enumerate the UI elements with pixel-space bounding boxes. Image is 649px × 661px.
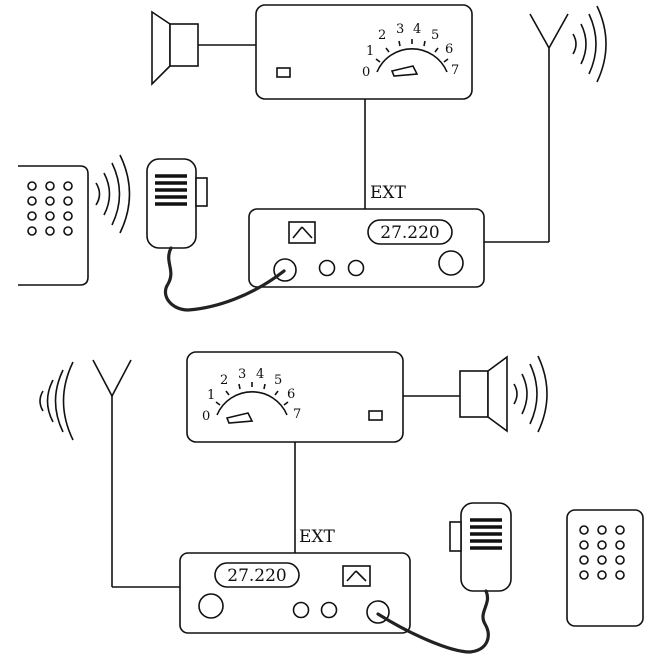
top-microphone-icon xyxy=(146,158,208,249)
bottom-remote-control-icon xyxy=(566,509,644,627)
bottom-scale-7: 7 xyxy=(293,407,301,422)
top-scale-0: 0 xyxy=(362,65,370,80)
top-antenna-waves-icon xyxy=(572,5,607,83)
top-radio-volume-knob xyxy=(438,250,464,276)
bottom-scale-5: 5 xyxy=(274,373,282,388)
bottom-radio-knob-2 xyxy=(320,601,338,619)
bottom-speaker-waves-icon xyxy=(513,355,548,433)
bottom-scale-4: 4 xyxy=(256,367,264,382)
top-scale-2: 2 xyxy=(378,28,386,43)
bottom-radio-meter-window xyxy=(342,565,371,587)
bottom-microphone-icon xyxy=(449,502,512,592)
bottom-speaker-icon xyxy=(403,355,508,433)
bottom-scale-1: 1 xyxy=(207,388,215,403)
bottom-radio-knob-1 xyxy=(292,601,310,619)
bottom-meter-ticks xyxy=(215,382,289,406)
bottom-meter-indicator-led xyxy=(368,410,383,421)
bottom-ext-label: EXT xyxy=(299,527,336,547)
bottom-mic-cord xyxy=(376,589,490,654)
top-radio-frequency: 27.220 xyxy=(380,223,439,243)
bottom-setup: 0 1 2 3 4 5 6 7 EXT 27.220 xyxy=(39,351,644,654)
bottom-scale-2: 2 xyxy=(220,373,228,388)
top-radio-frequency-display xyxy=(367,219,453,245)
top-scale-6: 6 xyxy=(445,42,453,57)
top-scale-3: 3 xyxy=(396,22,404,37)
top-antenna-icon xyxy=(484,13,569,243)
bottom-cb-radio: 27.220 xyxy=(179,552,411,634)
top-scale-7: 7 xyxy=(451,63,459,78)
bottom-radio-frequency: 27.220 xyxy=(227,566,286,586)
bottom-radio-frequency-display xyxy=(214,562,300,588)
top-meter-ticks xyxy=(375,39,449,63)
top-remote-control-icon xyxy=(18,165,89,286)
top-cb-radio: 27.220 xyxy=(248,208,485,288)
bottom-scale-6: 6 xyxy=(287,387,295,402)
bottom-meter-dial-arc xyxy=(216,391,288,416)
top-scale-4: 4 xyxy=(413,22,421,37)
bottom-antenna-icon xyxy=(92,359,180,588)
bottom-scale-0: 0 xyxy=(202,409,210,424)
top-speaker-icon xyxy=(151,10,256,86)
bottom-scale-3: 3 xyxy=(238,367,246,382)
top-meter-indicator-led xyxy=(276,67,291,78)
top-scale-5: 5 xyxy=(431,28,439,43)
top-meter-needle xyxy=(390,65,419,77)
top-radio-knob-2 xyxy=(347,259,365,277)
top-radio-knob-1 xyxy=(318,259,336,277)
top-remote-waves-icon xyxy=(95,154,131,234)
top-ext-label: EXT xyxy=(370,183,407,203)
bottom-meter-unit: 0 1 2 3 4 5 6 7 xyxy=(186,351,404,443)
top-meter-unit: 0 1 2 3 4 5 6 7 xyxy=(255,4,473,100)
top-meter-dial-arc xyxy=(376,48,448,73)
top-radio-meter-window xyxy=(288,221,316,244)
top-mic-cord xyxy=(163,246,286,312)
bottom-meter-needle xyxy=(225,412,254,424)
top-scale-1: 1 xyxy=(366,44,374,59)
bottom-radio-volume-knob xyxy=(198,593,224,619)
top-setup: 0 1 2 3 4 5 6 7 EXT xyxy=(18,4,607,312)
bottom-antenna-waves-icon xyxy=(39,361,74,441)
